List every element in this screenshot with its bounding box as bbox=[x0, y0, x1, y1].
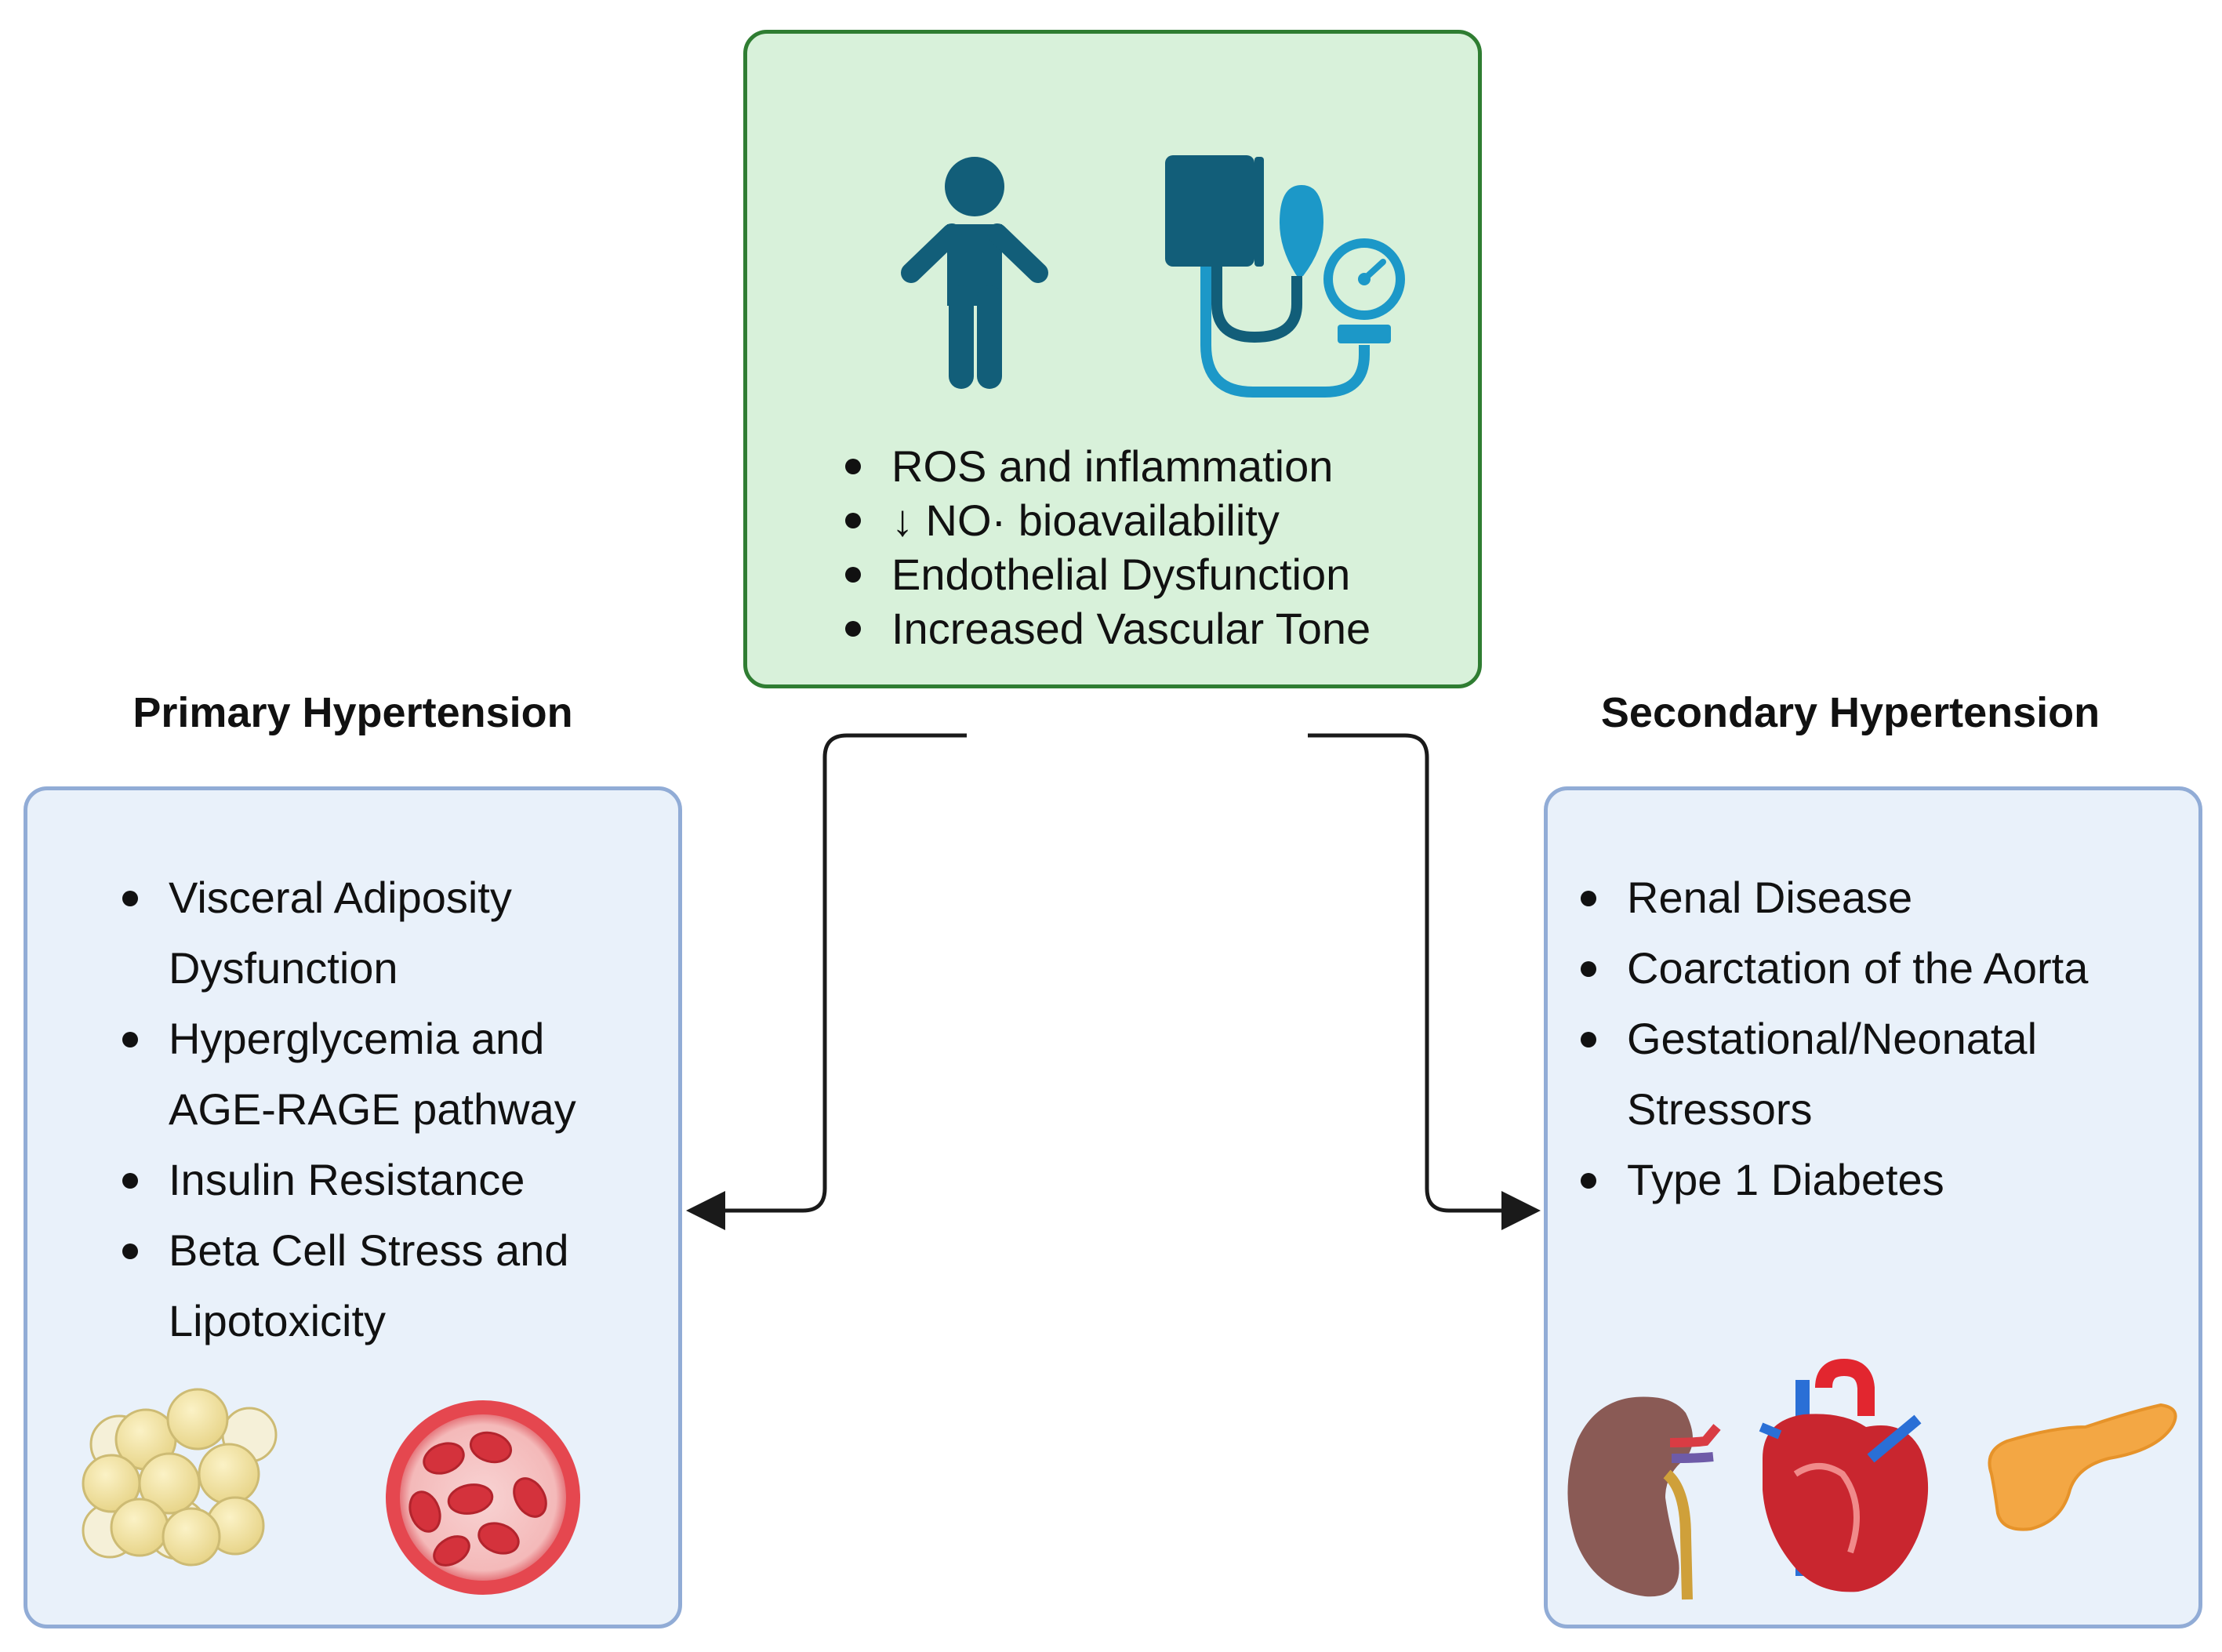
list-item: Endothelial Dysfunction bbox=[833, 547, 1460, 601]
connector-arrow-primary bbox=[686, 733, 967, 1230]
list-item: Type 1 Diabetes bbox=[1568, 1145, 2195, 1215]
heart-icon bbox=[1759, 1358, 1929, 1592]
blood-pressure-monitor-icon bbox=[1165, 155, 1405, 398]
list-item: ROS and inflammation bbox=[833, 439, 1460, 493]
child-icon bbox=[901, 157, 1048, 389]
connector-arrow-secondary bbox=[1308, 733, 1541, 1230]
red-blood-cells-icon bbox=[386, 1400, 580, 1595]
secondary-hypertension-heading: Secondary Hypertension bbox=[1600, 689, 2100, 736]
mechanisms-list: ROS and inflammation ↓ NO· bioavailabili… bbox=[833, 439, 1460, 655]
list-item: ↓ NO· bioavailability bbox=[833, 493, 1460, 547]
list-item: Hyperglycemia and AGE-RAGE pathway bbox=[110, 1004, 659, 1145]
adipocytes-icon bbox=[82, 1388, 278, 1567]
secondary-causes-list: Renal Disease Coarctation of the Aorta G… bbox=[1568, 862, 2195, 1215]
pancreas-icon bbox=[1988, 1403, 2177, 1531]
list-item: Insulin Resistance bbox=[110, 1145, 659, 1215]
list-item: Beta Cell Stress and Lipotoxicity bbox=[110, 1215, 659, 1356]
list-item: Increased Vascular Tone bbox=[833, 601, 1460, 655]
primary-causes-list: Visceral Adiposity Dysfunction Hyperglyc… bbox=[110, 862, 659, 1356]
list-item: Visceral Adiposity Dysfunction bbox=[110, 862, 659, 1004]
list-item: Renal Disease bbox=[1568, 862, 2195, 933]
kidney-icon bbox=[1567, 1396, 1721, 1600]
primary-hypertension-heading: Primary Hypertension bbox=[133, 689, 573, 736]
list-item: Coarctation of the Aorta bbox=[1568, 933, 2195, 1004]
list-item: Gestational/Neonatal Stressors bbox=[1568, 1004, 2195, 1145]
